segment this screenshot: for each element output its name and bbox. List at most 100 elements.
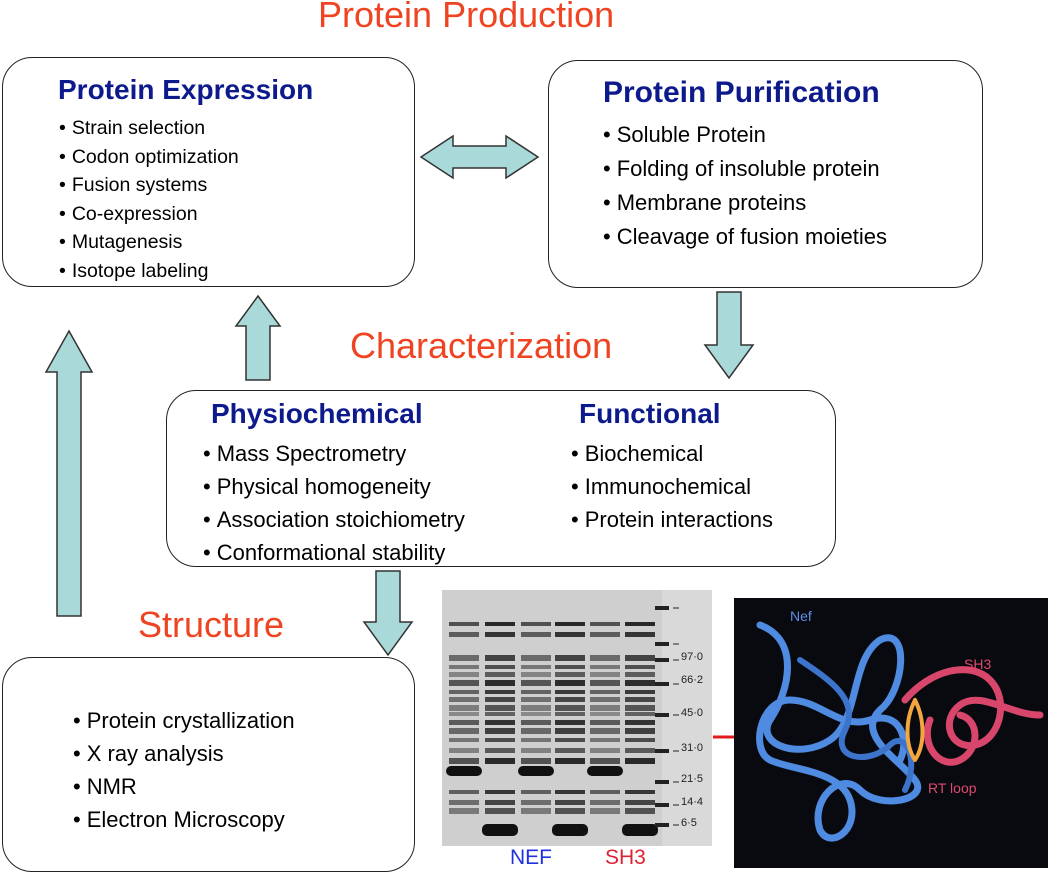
list-item: Codon optimization (59, 143, 239, 172)
gel-band (521, 720, 551, 725)
gel-band (625, 728, 655, 734)
gel-band (449, 632, 479, 637)
gel-band (590, 697, 620, 702)
gel-band (521, 672, 551, 677)
gel-band (521, 655, 551, 661)
gel-band (485, 808, 515, 814)
gel-band (449, 738, 479, 742)
list-item: Mutagenesis (59, 228, 239, 257)
sh3-ribbon (901, 666, 1044, 766)
gel-band (521, 680, 551, 686)
lane-label-nef: NEF (510, 846, 552, 869)
list-item: Conformational stability (203, 536, 465, 569)
gel-marker-band (655, 803, 669, 807)
arrow-up-from-structure (44, 329, 94, 617)
protein-purification-box: Protein Purification Soluble Protein Fol… (548, 60, 983, 288)
functional-list: Biochemical Immunochemical Protein inter… (571, 437, 773, 536)
gel-band (449, 758, 479, 764)
double-arrow-expression-purification (419, 134, 540, 180)
rt-loop (905, 698, 925, 762)
gel-band (485, 800, 515, 805)
protein-expression-box: Protein Expression Strain selection Codo… (2, 57, 415, 287)
gel-band (555, 672, 585, 677)
structure-box: Protein crystallization X ray analysis N… (2, 657, 415, 872)
gel-band (449, 728, 479, 734)
gel-band (625, 790, 655, 794)
marker-label: 14·4 (681, 796, 704, 808)
list-item: Protein crystallization (73, 704, 295, 737)
functional-title: Functional (579, 398, 721, 429)
gel-band (485, 690, 515, 694)
gel-band-sh3 (552, 824, 588, 836)
gel-band (521, 632, 551, 637)
gel-band (485, 790, 515, 794)
gel-band (625, 712, 655, 716)
heading-characterization: Characterization (350, 325, 613, 366)
gel-band (555, 622, 585, 626)
gel-marker-band (655, 713, 669, 717)
gel-band (449, 800, 479, 805)
lane-label-sh3: SH3 (605, 846, 646, 869)
gel-band (485, 728, 515, 734)
gel-marker-band (655, 658, 669, 662)
gel-band (555, 697, 585, 702)
gel-marker-band (655, 823, 669, 827)
gel-band (521, 808, 551, 814)
gel-band (449, 808, 479, 814)
list-item: X ray analysis (73, 737, 295, 770)
gel-band (449, 680, 479, 686)
gel-band-nef (446, 766, 482, 776)
gel-band (485, 672, 515, 677)
gel-band (625, 738, 655, 742)
gel-band (590, 690, 620, 694)
physiochemical-title: Physiochemical (211, 398, 423, 429)
gel-band (521, 728, 551, 734)
gel-band (625, 720, 655, 725)
gel-band (521, 697, 551, 702)
gel-band (625, 800, 655, 805)
marker-label: 45·0 (681, 707, 704, 719)
gel-band (555, 705, 585, 711)
gel-band (485, 622, 515, 626)
list-item: Association stoichiometry (203, 503, 465, 536)
gel-band (449, 705, 479, 711)
gel-band (555, 748, 585, 753)
gel-band (485, 632, 515, 637)
gel-band (590, 665, 620, 669)
protein-purification-title: Protein Purification (603, 76, 880, 109)
nef-structure-label: Nef (790, 608, 812, 624)
marker-label: 66·2 (681, 674, 704, 686)
gel-band (485, 712, 515, 716)
gel-band (625, 632, 655, 637)
gel-band (485, 665, 515, 669)
gel-band (625, 665, 655, 669)
list-item: Membrane proteins (603, 186, 887, 220)
gel-band (521, 712, 551, 716)
gel-band (521, 622, 551, 626)
sh3-structure-label: SH3 (964, 656, 992, 672)
gel-band (590, 790, 620, 794)
gel-band (625, 680, 655, 686)
gel-band (449, 690, 479, 694)
list-item: NMR (73, 770, 295, 803)
gel-marker-ticks (655, 606, 679, 827)
gel-band (521, 800, 551, 805)
gel-band (449, 712, 479, 716)
gel-band (485, 720, 515, 725)
gel-band (485, 705, 515, 711)
gel-band (590, 808, 620, 814)
gel-band (590, 622, 620, 626)
gel-band (625, 672, 655, 677)
gel-band (449, 790, 479, 794)
gel-band (625, 808, 655, 814)
gel-band (449, 720, 479, 725)
gel-band (555, 632, 585, 637)
gel-band (625, 655, 655, 661)
heading-structure: Structure (138, 604, 285, 645)
gel-band-sh3 (622, 824, 658, 836)
gel-band (555, 808, 585, 814)
gel-band-nef (587, 766, 623, 776)
gel-band (555, 728, 585, 734)
